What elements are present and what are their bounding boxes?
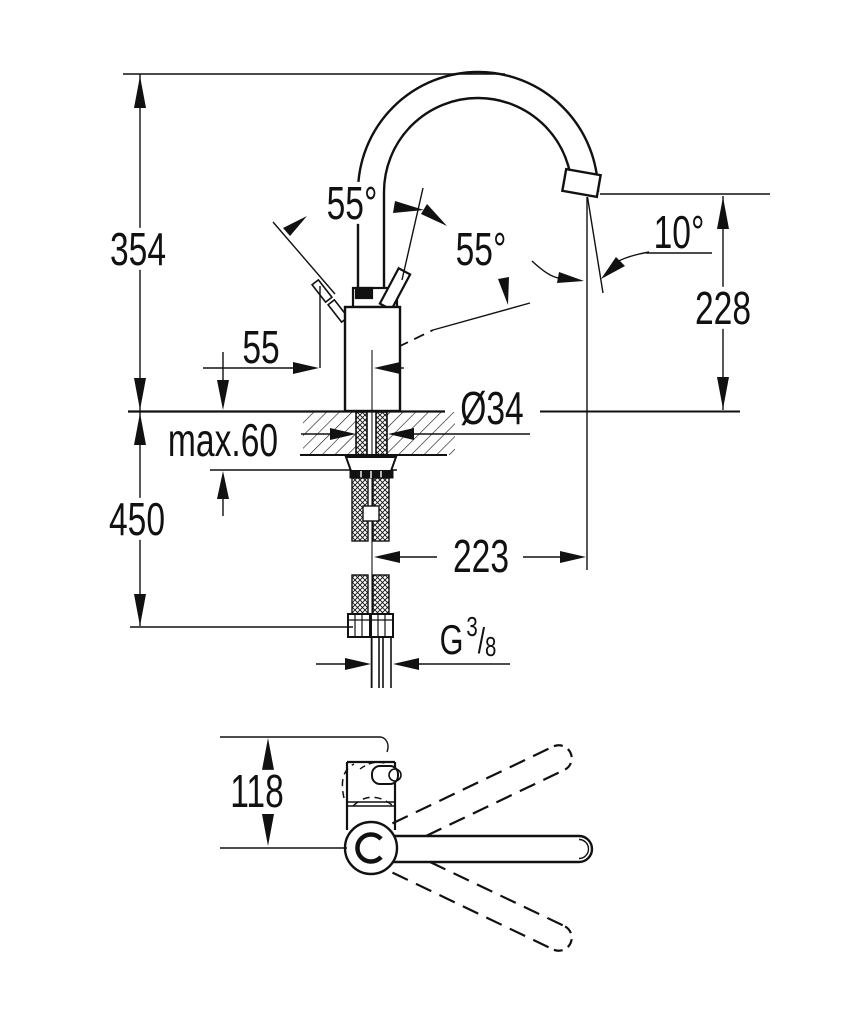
arrowhead [293,362,319,374]
lever-handle-group [310,187,531,348]
dim-118 [220,736,381,849]
arrowhead [601,257,625,279]
thread-denominator: 8 [485,631,497,663]
mounting-shank-group [344,411,398,542]
dim-o34 [301,428,530,440]
lever-plan-dashed [359,761,389,770]
swivel-arm-lower-dashed [392,861,573,952]
plan-view [220,736,594,952]
flange-circle-plan [343,820,399,876]
spout-outlet-cap [560,167,603,199]
arrowhead [134,413,146,445]
spout-inner-arc [382,96,574,288]
dim-label-450: 450 [107,492,167,545]
arrowhead [560,551,586,563]
angle-arc-right [616,251,650,263]
lever-left-dash-1 [310,278,334,304]
supply-hoses-group [347,574,394,688]
thread-numerator: 3 [466,611,478,643]
thread-slash: / [477,620,486,662]
hose-lower-left [351,574,369,615]
angle-label-10: 10° [653,205,705,258]
dim-label-118: 118 [228,764,286,817]
arrowhead [217,380,229,410]
dim-label-max60: max.60 [166,413,280,466]
arrowhead [374,551,400,563]
arrowhead [262,738,274,770]
lever-plan [359,736,402,785]
dim-label-228: 228 [693,281,753,334]
arrowhead [262,814,274,846]
hose-nut-right [370,613,394,638]
dim-label-223: 223 [451,529,511,582]
spout-outer-arc [356,70,600,288]
arrowhead [374,362,400,374]
arrowhead [134,378,146,410]
dim-354-450 [123,73,505,628]
dim-label-354: 354 [108,222,168,275]
arrowhead [421,204,447,226]
spout-outline [356,70,603,288]
lever-axis-line [401,187,424,281]
arrowhead [393,658,419,670]
thread-prefix: G [439,616,464,664]
arrowhead [717,197,729,229]
arrowhead [717,377,729,409]
dim-max60 [217,352,229,516]
body-dashed-arc [341,763,355,799]
arrowhead [283,216,307,236]
dim-228-10deg [531,193,770,570]
arrowhead [345,658,371,670]
cartridge-cap [354,286,374,300]
shank-thread-right [375,411,388,456]
arrowhead [388,428,414,440]
arrowhead [498,277,509,305]
dim-label-thread-g38: G 3 / 8 [438,613,498,664]
arrowhead [134,76,146,108]
dim-g38 [316,658,510,670]
spout-arm-plan [385,834,594,864]
dim-label-55: 55 [242,320,280,373]
swivel-arm-upper-dashed [391,744,573,837]
arrowhead [134,594,146,626]
arrowhead [393,201,424,213]
dim-223 [374,551,586,563]
stream-tilted-line [586,196,604,294]
angle-label-55-right: 55° [454,222,508,275]
dim-55 [203,362,404,374]
lever-right-dashed [397,329,434,348]
dim-label-diameter-34: Ø34 [458,381,526,434]
angle-leg-left [272,221,336,295]
arrowhead [557,272,584,283]
mounting-flange [344,456,398,472]
angle-arc-left [531,260,560,279]
angle-label-55-left: 55° [325,176,379,229]
hose-nut-left [347,613,371,638]
body-dashed-arc [352,796,393,807]
arrowhead [217,471,229,499]
arrowhead [330,428,356,440]
angle-annotations [272,201,509,305]
shank-detail [362,505,380,522]
shank-thread-left [355,411,368,456]
lever-right-extension [432,302,531,331]
hose-lower-right [372,574,390,615]
leader-hook [380,736,389,753]
hub-ring-plan [355,832,383,864]
